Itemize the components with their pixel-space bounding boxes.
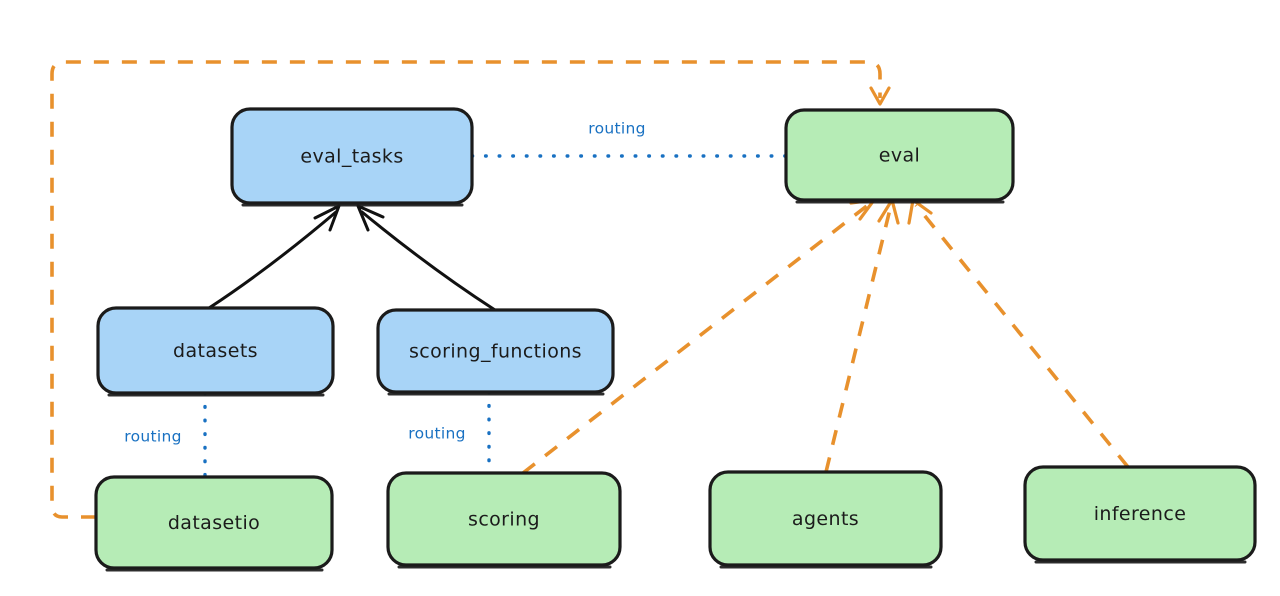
node-scoring-functions-box [376,308,615,394]
edge-label-routing-eval-tasks-eval: routing [588,120,646,138]
edge-agents-to-eval [824,198,900,473]
node-eval-tasks-box [230,107,474,205]
edge-scoring-functions-to-eval-tasks [356,204,497,312]
node-eval-box [784,108,1015,202]
node-scoring[interactable]: scoring [386,471,622,569]
edge-label-routing-scoring-functions-scoring: routing [408,425,466,443]
edge-path-inference-eval [914,203,1130,469]
node-eval-label: eval [879,145,920,167]
edge-datasetio-to-eval [50,60,891,519]
edge-labels-layer: routing routing routing [124,120,646,446]
edge-path-agents-eval [824,204,893,473]
edges-layer [50,60,1130,519]
node-eval[interactable]: eval [784,108,1015,204]
edge-datasets-to-eval-tasks [207,204,341,310]
node-scoring-functions[interactable]: scoring_functions [376,308,615,396]
edge-inference-to-eval [907,198,1130,469]
node-datasets-label: datasets [173,340,258,362]
edge-path-scoring-functions-eval-tasks [360,210,497,312]
node-agents-box [708,470,943,567]
node-scoring-label: scoring [468,509,540,531]
edge-path-scoring-eval [521,203,870,475]
node-datasets[interactable]: datasets [96,306,335,397]
arrowhead-datasetio-eval [869,86,891,106]
node-inference-box [1023,465,1257,562]
node-datasets-box [96,306,335,395]
node-datasetio-label: datasetio [168,512,260,534]
edge-path-datasets-eval-tasks [207,210,338,310]
node-eval-tasks-label: eval_tasks [300,146,403,168]
node-scoring-functions-label: scoring_functions [409,341,582,363]
nodes-layer: eval_tasks eval datasets scoring_functio… [94,107,1257,572]
node-scoring-box [386,471,622,567]
node-agents[interactable]: agents [708,470,943,569]
node-datasetio[interactable]: datasetio [94,475,334,572]
node-eval-tasks[interactable]: eval_tasks [230,107,474,207]
node-inference[interactable]: inference [1023,465,1257,564]
node-datasetio-box [94,475,334,570]
node-inference-label: inference [1094,503,1187,525]
edge-path-datasetio-eval [50,60,882,519]
node-agents-label: agents [792,508,859,530]
edge-label-routing-datasets-datasetio: routing [124,428,182,446]
